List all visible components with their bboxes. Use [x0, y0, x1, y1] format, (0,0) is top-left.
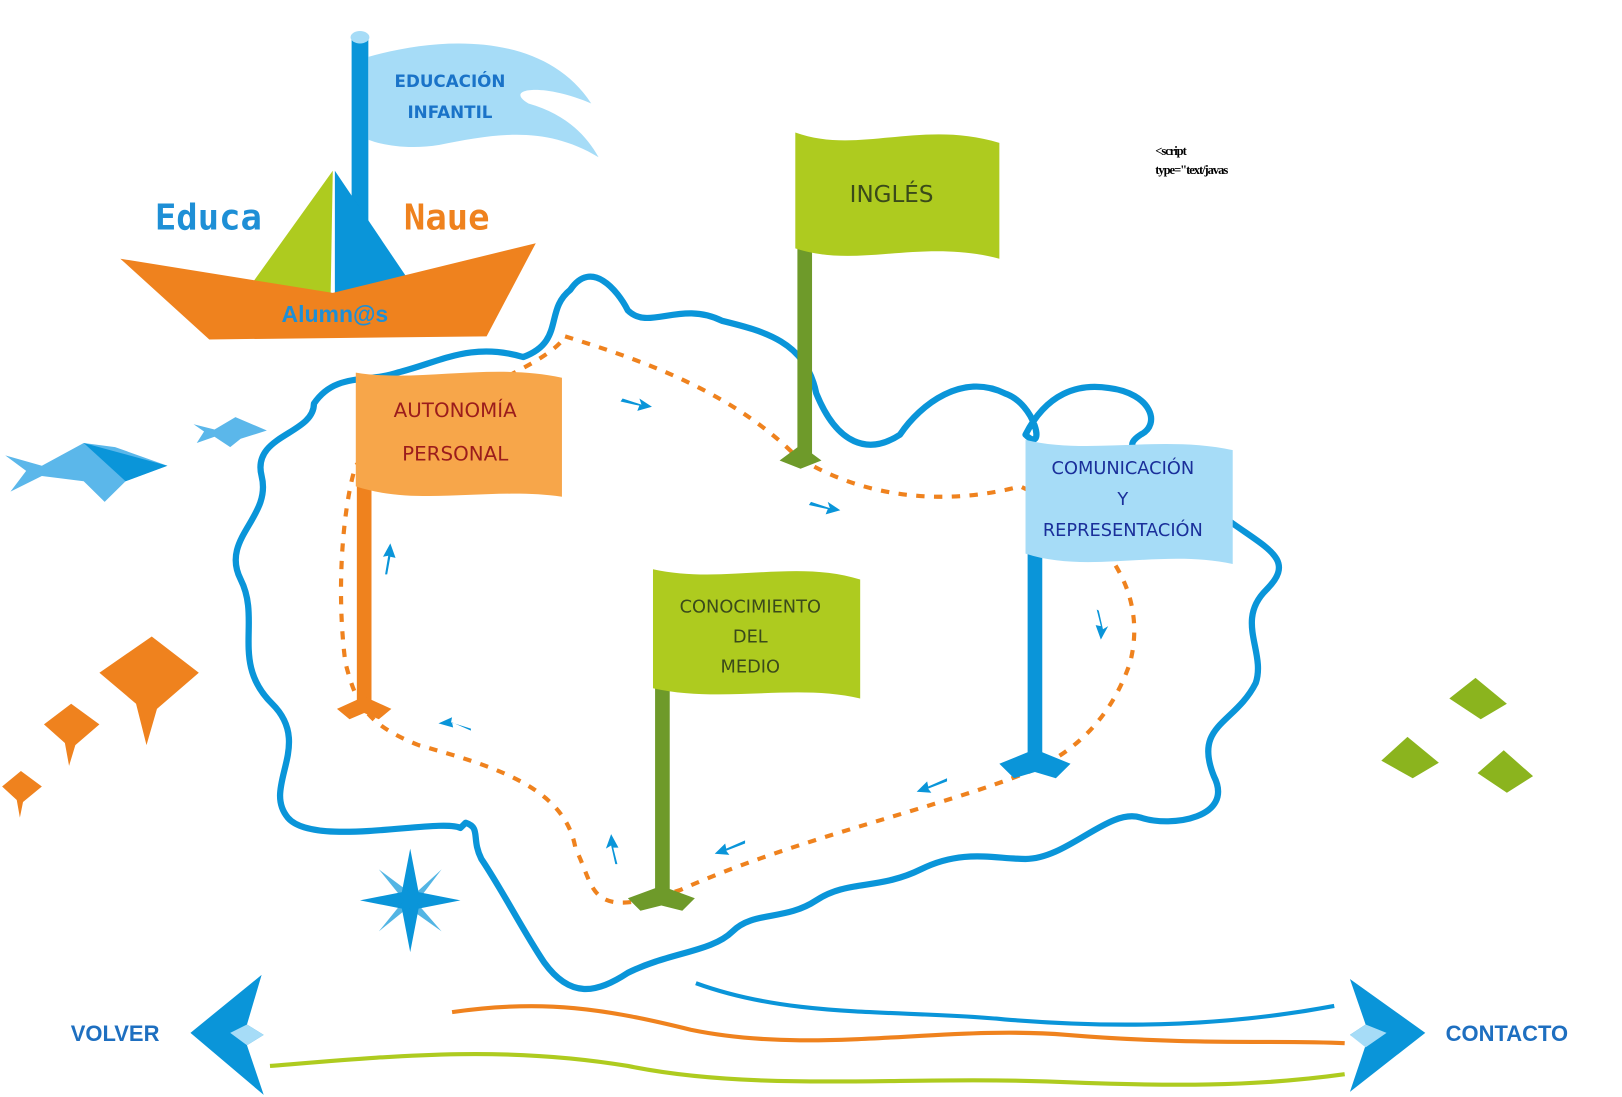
svg-text:EDUCACIÓN: EDUCACIÓN [395, 72, 506, 91]
compass-rose-icon [359, 848, 461, 953]
svg-text:MEDIO: MEDIO [721, 658, 781, 678]
svg-text:COMUNICACIÓN: COMUNICACIÓN [1052, 457, 1195, 479]
svg-text:Educa: Educa [155, 198, 262, 239]
flag-conocimiento-medio[interactable]: CONOCIMIENTO DEL MEDIO [627, 569, 861, 911]
svg-text:VOLVER: VOLVER [71, 1021, 160, 1046]
route-arrows [383, 398, 1109, 865]
svg-text:Alumn@s: Alumn@s [281, 301, 388, 327]
svg-text:INGLÉS: INGLÉS [850, 180, 934, 208]
flag-ingles[interactable]: INGLÉS [779, 132, 1000, 469]
back-arrow-fish-icon[interactable] [190, 974, 264, 1095]
educanave-logo: EDUCACIÓN INFANTIL Educa Naue Alumn@s [120, 31, 599, 340]
svg-text:INFANTIL: INFANTIL [407, 103, 492, 122]
svg-text:Y: Y [1116, 490, 1128, 510]
svg-text:AUTONOMÍA: AUTONOMÍA [394, 399, 518, 422]
svg-text:CONOCIMIENTO: CONOCIMIENTO [680, 598, 821, 618]
orange-ray-fish-icons [2, 636, 199, 818]
flag-comunicacion-representacion[interactable]: COMUNICACIÓN Y REPRESENTACIÓN [999, 439, 1233, 779]
svg-text:Naue: Naue [404, 198, 490, 239]
svg-text:DEL: DEL [733, 628, 768, 648]
small-blue-fish-icon [193, 417, 267, 448]
svg-text:PERSONAL: PERSONAL [402, 443, 508, 466]
contact-arrow-fish-icon[interactable] [1349, 979, 1426, 1092]
island-outline [232, 273, 1282, 993]
green-fish-icons [1381, 677, 1534, 793]
back-button[interactable]: VOLVER [71, 974, 264, 1095]
wave-orange [451, 1004, 1345, 1046]
svg-text:CONTACTO: CONTACTO [1446, 1021, 1568, 1046]
wave-blue [695, 981, 1335, 1027]
contact-button[interactable]: CONTACTO [1349, 979, 1568, 1092]
broken-script-text-2: type="text/javas [1155, 163, 1228, 177]
svg-text:REPRESENTACIÓN: REPRESENTACIÓN [1043, 519, 1203, 541]
blue-fish-icon [5, 442, 168, 502]
broken-script-text: <script [1155, 144, 1187, 158]
flag-autonomia-personal[interactable]: AUTONOMÍA PERSONAL [336, 371, 562, 720]
wave-green [269, 1051, 1345, 1087]
route-path [338, 334, 1137, 905]
